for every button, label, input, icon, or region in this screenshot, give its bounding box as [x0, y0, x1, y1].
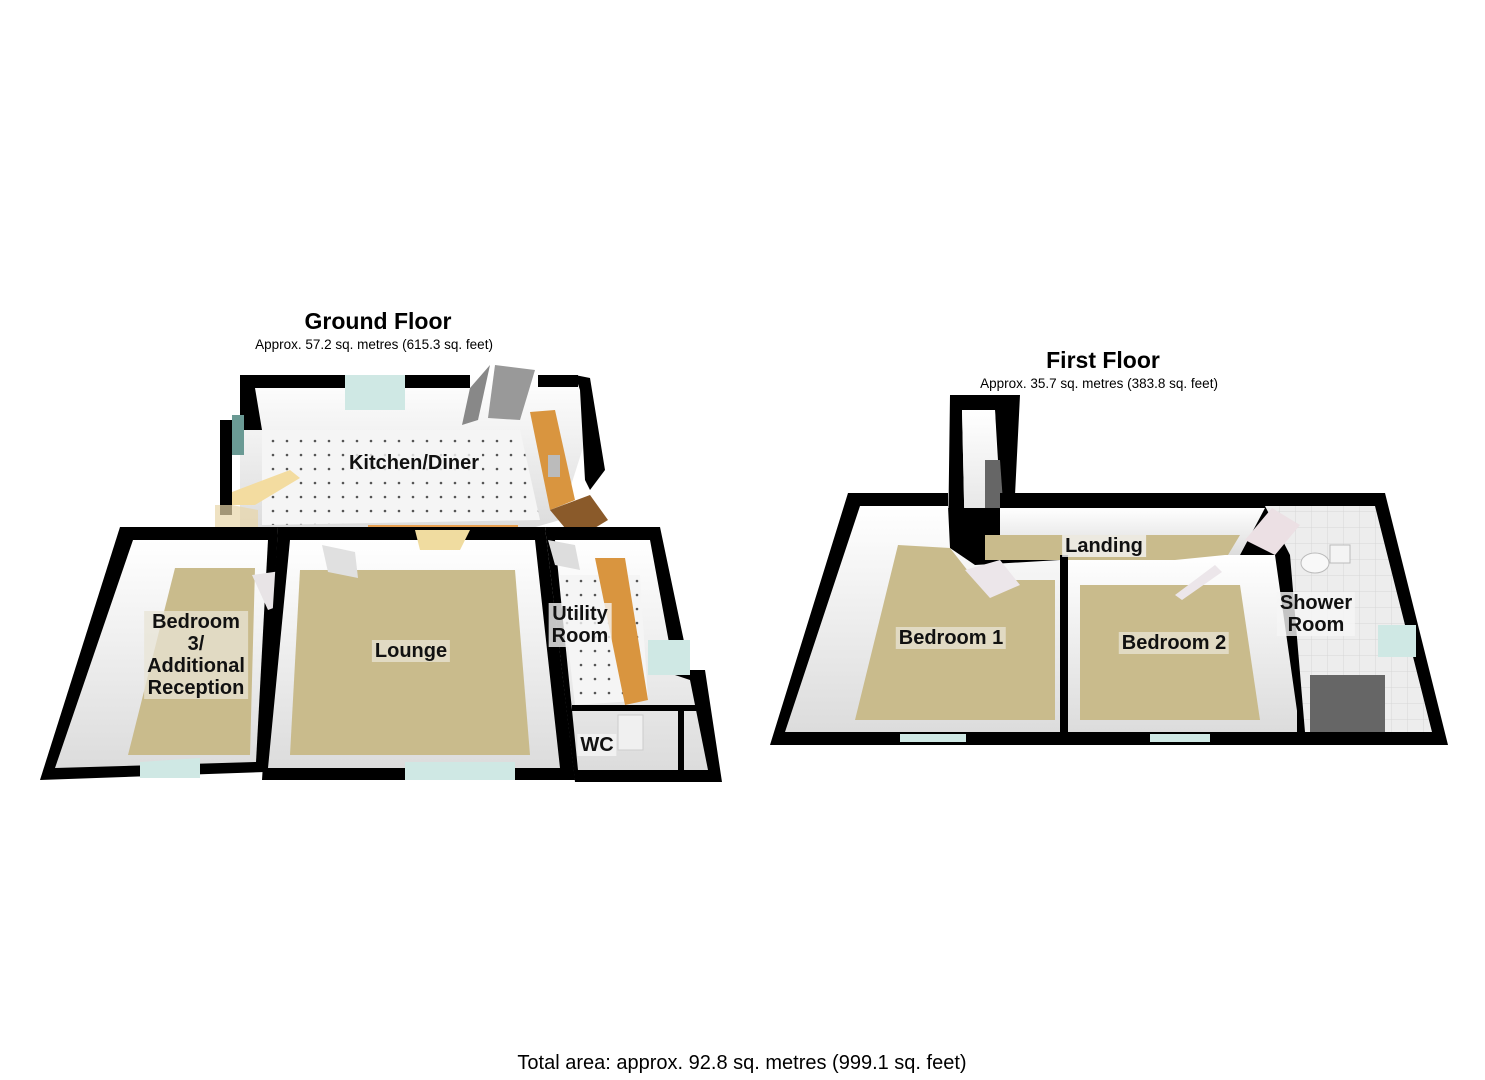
ground-floor-area: Approx. 57.2 sq. metres (615.3 sq. feet)	[255, 337, 493, 352]
room-label-line: 3/	[187, 633, 205, 655]
room-label-bedroom-3: Bedroom 3/ Additional Reception	[144, 611, 248, 699]
room-label-line: Reception	[147, 677, 245, 699]
room-label-shower-room: Shower Room	[1276, 592, 1356, 636]
room-label-line: Additional	[147, 655, 245, 677]
ground-floor-title: Ground Floor	[304, 308, 452, 334]
first-floor-area: Approx. 35.7 sq. metres (383.8 sq. feet)	[980, 376, 1218, 391]
room-label-bedroom-2: Bedroom 2	[1118, 632, 1230, 654]
room-label-kitchen-diner: Kitchen/Diner	[345, 452, 483, 474]
room-label-line: Utility	[552, 603, 608, 625]
total-area: Total area: approx. 92.8 sq. metres (999…	[517, 1052, 967, 1074]
first-floor-title: First Floor	[1046, 347, 1160, 373]
first-floor-plan	[770, 395, 1448, 745]
room-label-line: Bedroom	[152, 611, 240, 633]
room-label-line: Shower	[1279, 592, 1353, 614]
room-label-line: Room	[551, 625, 609, 647]
ground-floor-plan	[40, 365, 722, 782]
utility-wc-rooms	[545, 527, 722, 782]
room-label-landing: Landing	[1062, 535, 1146, 557]
room-label-wc: WC	[577, 734, 617, 756]
room-label-line: Room	[1287, 614, 1345, 636]
room-label-bedroom-1: Bedroom 1	[895, 627, 1007, 649]
room-label-utility-room: Utility Room	[548, 603, 612, 647]
room-label-lounge: Lounge	[371, 640, 451, 662]
